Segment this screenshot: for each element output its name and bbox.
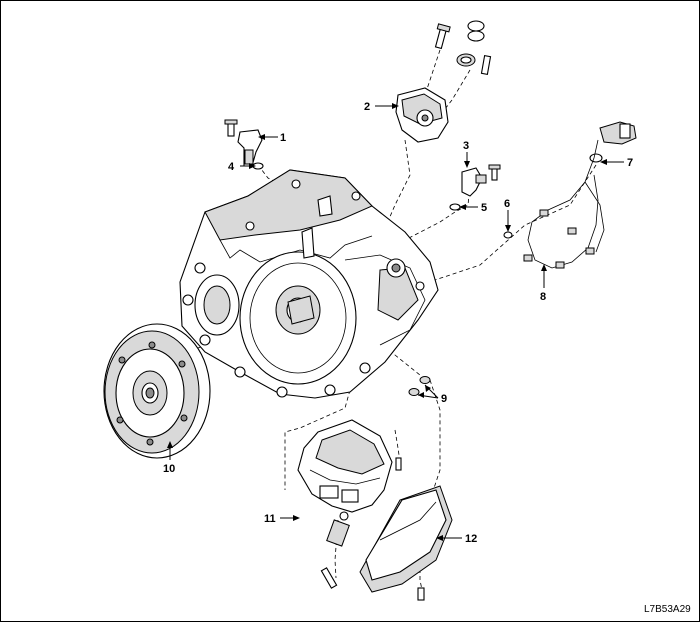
drawing-code: L7B53A29 [644,604,691,615]
clip-6 [503,231,513,239]
callout-3: 3 [463,140,469,152]
wiring-harness [523,121,637,269]
callout-4: 4 [228,161,235,173]
callout-10: 10 [163,463,175,475]
valve-body [297,419,402,589]
callout-8: 8 [540,291,546,303]
transaxle-housing [179,169,439,399]
bolts-9 [408,376,431,396]
callout-9: 9 [441,393,447,405]
callout-leaders [167,103,624,541]
callout-7: 7 [627,157,633,169]
torque-converter [103,323,211,459]
callout-6: 6 [504,198,510,210]
callout-11: 11 [264,513,276,525]
range-switch [395,20,492,143]
callout-1: 1 [280,132,286,144]
input-speed-sensor [224,119,263,167]
o-ring-5 [449,203,461,211]
oil-pan [359,485,453,601]
callout-labels: 1 2 3 4 5 6 7 8 9 10 11 12 [163,101,633,545]
callout-2: 2 [364,101,370,113]
callout-5: 5 [481,202,487,214]
callout-12: 12 [465,533,477,545]
output-speed-sensor [461,164,501,197]
